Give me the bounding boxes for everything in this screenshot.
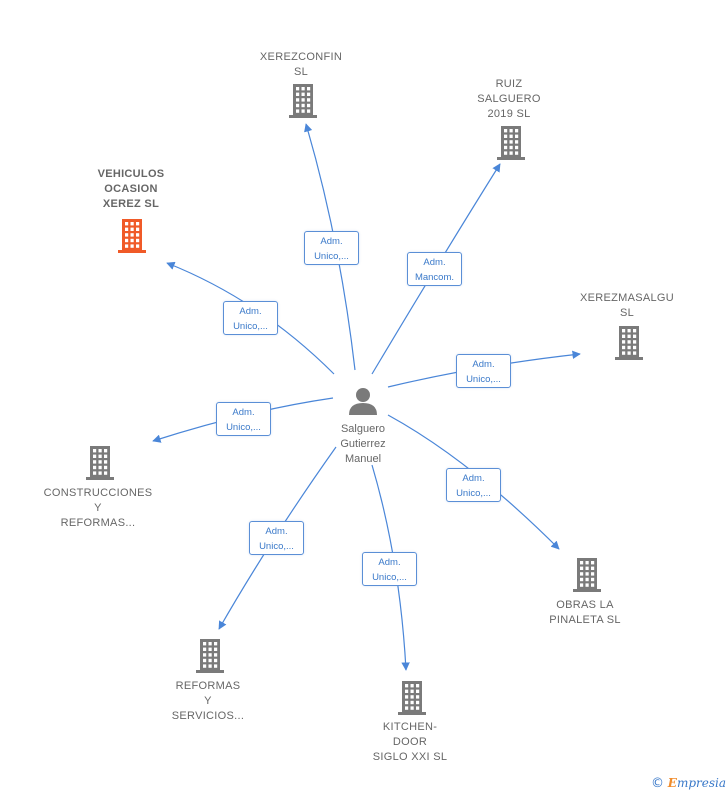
edge-role-line1: Adm. (472, 359, 495, 370)
edge-label-kitchen[interactable]: Adm. Unico,... (362, 552, 417, 586)
edge-label-obras[interactable]: Adm. Unico,... (446, 468, 501, 502)
company-label-kitchen[interactable]: KITCHEN- DOOR SIGLO XXI SL (372, 721, 448, 763)
building-icon-vehiculos[interactable] (118, 219, 146, 253)
copyright-icon: © (650, 776, 664, 791)
company-label-reformas[interactable]: REFORMAS Y SERVICIOS... (171, 680, 245, 722)
person-icon[interactable] (349, 388, 377, 415)
edge-label-construcciones[interactable]: Adm. Unico,... (216, 402, 271, 436)
building-icon-obras[interactable] (573, 558, 601, 592)
edge-label-ruiz[interactable]: Adm. Mancom. (407, 252, 462, 286)
brand-initial: E (667, 776, 677, 790)
building-icon-xerezmasalgu[interactable] (615, 326, 643, 360)
edge-label-reformas[interactable]: Adm. Unico,... (249, 521, 304, 555)
edge-role-line2: Unico,... (466, 374, 501, 385)
building-icon-construcciones[interactable] (86, 446, 114, 480)
building-icon-ruiz[interactable] (497, 126, 525, 160)
edge-role-line2: Mancom. (414, 272, 455, 283)
company-label-obras[interactable]: OBRAS LA PINALETA SL (549, 599, 621, 626)
edge-role-line2: Unico,... (456, 488, 491, 499)
brand-name: mpresia (676, 776, 726, 790)
company-label-xerezconfin[interactable]: XEREZCONFIN SL (259, 51, 343, 78)
edge-label-vehiculos[interactable]: Adm. Unico,... (223, 301, 278, 335)
edge-role-line2: Unico,... (259, 541, 294, 552)
empresia-brand[interactable]: © Empresia (651, 776, 726, 791)
company-label-vehiculos[interactable]: VEHICULOS OCASION XEREZ SL (97, 168, 165, 210)
edge-role-line1: Adm. (232, 407, 255, 418)
company-label-ruiz[interactable]: RUIZ SALGUERO 2019 SL (477, 78, 541, 120)
edge-role-line1: Adm. (462, 473, 485, 484)
edge-role-line2: Unico,... (314, 251, 349, 262)
building-icon-reformas[interactable] (196, 639, 224, 673)
building-icon-xerezconfin[interactable] (289, 84, 317, 118)
edge-role-line2: Unico,... (226, 422, 261, 433)
edge-label-xerezmasalgu[interactable]: Adm. Unico,... (456, 354, 511, 388)
building-icon-kitchen[interactable] (398, 681, 426, 715)
edge-role-line1: Adm. (265, 526, 288, 537)
center-person-label[interactable]: Salguero Gutierrez Manuel (340, 423, 386, 465)
edge-role-line1: Adm. (320, 236, 343, 247)
company-label-construcciones[interactable]: CONSTRUCCIONES Y REFORMAS... (43, 487, 153, 529)
edge-role-line2: Unico,... (372, 572, 407, 583)
edge-role-line1: Adm. (378, 557, 401, 568)
edge-role-line1: Adm. (239, 306, 262, 317)
company-label-xerezmasalgu[interactable]: XEREZMASALGU SL (579, 292, 675, 319)
edge-role-line2: Unico,... (233, 321, 268, 332)
edge-label-xerezconfin[interactable]: Adm. Unico,... (304, 231, 359, 265)
edge-role-line1: Adm. (423, 257, 446, 268)
